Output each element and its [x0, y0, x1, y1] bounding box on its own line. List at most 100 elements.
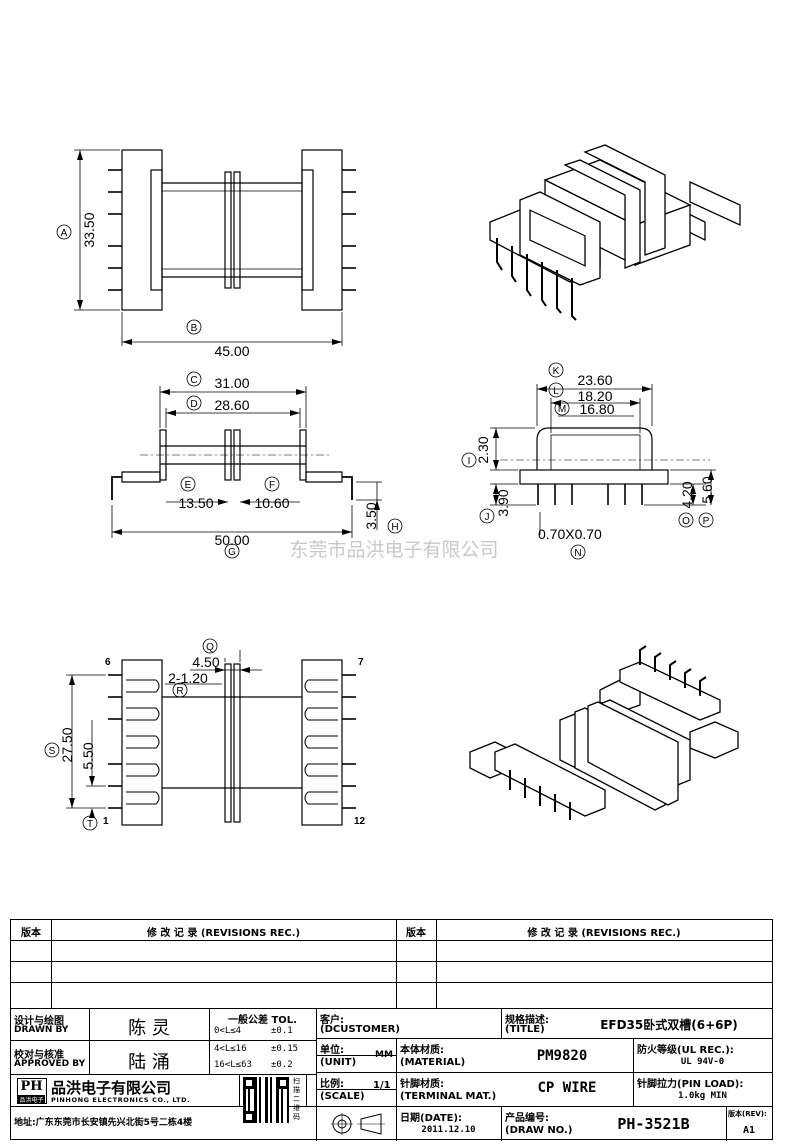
- balloon-p-letter: P: [703, 516, 710, 527]
- info-col: [89, 1008, 90, 1074]
- drawno-value: PH-3521B: [617, 1115, 690, 1133]
- logo-text: PH: [20, 1079, 43, 1094]
- qr-finder: [243, 1111, 255, 1123]
- dim-a-lines: [74, 149, 343, 346]
- balloon-b-letter: B: [191, 323, 198, 334]
- info-line: [316, 1055, 396, 1056]
- side-view: [111, 386, 382, 538]
- rev-header-mid: 修 改 记 录 (REVISIONS REC.): [146, 928, 301, 939]
- balloon-n: [570, 544, 586, 560]
- rev-header-right: 修 改 记 录 (REVISIONS REC.): [527, 928, 681, 939]
- logo-sub: 品洪电子: [18, 1095, 45, 1104]
- dim-e-value: 13.50: [178, 495, 213, 511]
- dim-q-value: 4.50: [192, 654, 219, 670]
- title-value: EFD35卧式双槽(6+6P): [600, 1018, 738, 1032]
- scale-label-en: (SCALE): [320, 1091, 365, 1102]
- qr-code: [243, 1077, 289, 1123]
- date-value: 2011.12.10: [421, 1125, 476, 1135]
- approver-label-cn: 校对与核准: [14, 1050, 64, 1061]
- rev-col-line: [396, 920, 397, 1008]
- designer-label-en: DRAWN BY: [14, 1025, 69, 1035]
- balloon-s-letter: S: [49, 746, 56, 757]
- dim-f-value: 10.60: [254, 495, 289, 511]
- company-name-en: PINHONG ELECTRONICS CO., LTD.: [51, 1096, 191, 1104]
- side-view-arrows: [112, 389, 380, 535]
- designer-name: 陈 灵: [128, 1018, 170, 1039]
- dim-t-value: 5.50: [80, 742, 96, 769]
- isometric-view-top: [489, 144, 741, 321]
- balloon-t-letter: T: [87, 819, 93, 830]
- balloon-p: [698, 512, 714, 528]
- balloon-c: [186, 371, 202, 387]
- unit-value: MM: [375, 1050, 393, 1060]
- info-col: [726, 1106, 727, 1141]
- dim-p-value: 5.60: [699, 476, 715, 503]
- rev-row-line: [11, 982, 772, 983]
- dim-g-value: 50.00: [214, 532, 249, 548]
- info-line: [316, 1038, 772, 1039]
- balloon-s: [44, 742, 60, 758]
- rev-row-line: [11, 961, 772, 962]
- scale-value: 1/1: [373, 1080, 391, 1091]
- balloon-f-letter: F: [269, 480, 275, 491]
- projection-symbol: [331, 1113, 385, 1135]
- approver-label-en: APPROVED BY: [14, 1059, 86, 1069]
- rev-value: A1: [742, 1125, 756, 1136]
- tol-value-0: ±0.1: [271, 1026, 293, 1036]
- info-col: [239, 1074, 240, 1106]
- info-col: [396, 1038, 397, 1141]
- balloon-l-letter: L: [553, 386, 559, 397]
- pinload-label: 针脚拉力(PIN LOAD):: [637, 1079, 744, 1090]
- balloon-h-letter: H: [391, 522, 398, 533]
- right-pins: [342, 169, 356, 291]
- dim-o-value: 4.20: [679, 481, 695, 508]
- balloon-r-letter: R: [176, 686, 183, 697]
- tol-value-2: ±0.2: [271, 1060, 293, 1070]
- dim-b-value: 45.00: [214, 343, 249, 359]
- balloon-b: [186, 319, 202, 335]
- dim-d-value: 28.60: [214, 397, 249, 413]
- dim-c-value: 31.00: [214, 375, 249, 391]
- info-line: [11, 1106, 772, 1107]
- drawno-label-en: (DRAW NO.): [505, 1125, 573, 1136]
- dim-r-value: 2-1.20: [168, 670, 208, 686]
- balloon-a: [56, 224, 72, 240]
- info-col: [633, 1038, 634, 1106]
- balloon-q-letter: Q: [206, 642, 214, 653]
- bottom-view-arrows: [69, 667, 250, 818]
- customer-label-cn: 客户:: [320, 1015, 344, 1026]
- rev-col-line: [436, 920, 437, 1008]
- balloon-k-letter: K: [553, 366, 560, 377]
- dim-j-value: 3.90: [495, 489, 511, 516]
- balloon-o: [678, 512, 694, 528]
- title-block: 版本 修 改 记 录 (REVISIONS REC.) 版本 修 改 记 录 (…: [10, 919, 773, 1141]
- info-col: [501, 1008, 502, 1038]
- info-line: [11, 1074, 316, 1075]
- balloon-n-letter: N: [574, 548, 581, 559]
- rev-row-line: [11, 940, 772, 941]
- bottom-left-pins: [108, 674, 122, 809]
- balloon-k: [548, 362, 564, 378]
- pin-label-6: 6: [105, 657, 111, 668]
- material-value: PM9820: [536, 1048, 588, 1064]
- pin-label-7: 7: [358, 657, 364, 668]
- tol-range-0: 0<L≤4: [214, 1026, 242, 1036]
- unit-label-en: (UNIT): [320, 1057, 357, 1068]
- ul-value: UL 94V-0: [680, 1057, 725, 1067]
- info-line: [11, 1040, 316, 1041]
- terminal-value: CP WIRE: [537, 1080, 597, 1096]
- balloon-m: [554, 400, 570, 416]
- company-logo: PH 品洪电子: [17, 1078, 47, 1104]
- top-view-arrows: [77, 150, 342, 345]
- right-flange: [301, 149, 343, 311]
- info-col: [306, 1074, 307, 1106]
- material-label-en: (MATERIAL): [400, 1057, 466, 1068]
- balloon-m-letter: M: [558, 404, 566, 415]
- terminal-label-en: (TERMINAL MAT.): [400, 1091, 497, 1102]
- balloon-f: [264, 476, 280, 492]
- info-col: [209, 1008, 210, 1074]
- dim-n-value: 0.70X0.70: [538, 526, 602, 542]
- top-view: [74, 149, 356, 346]
- balloon-a-letter: A: [61, 228, 68, 239]
